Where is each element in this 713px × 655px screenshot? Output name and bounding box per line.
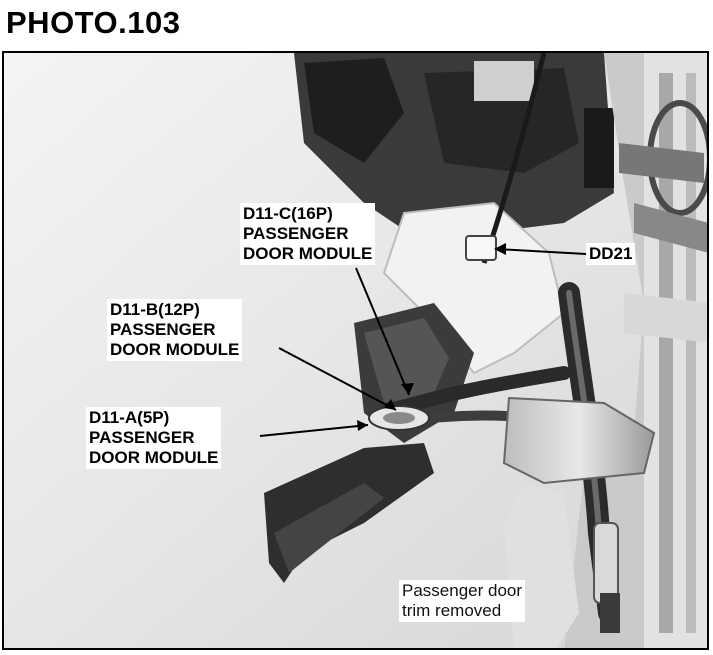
label-d11b-line1: D11-B(12P) <box>110 300 200 319</box>
label-d11c: D11-C(16P) PASSENGER DOOR MODULE <box>240 203 376 265</box>
dd21-leader-line <box>495 248 587 255</box>
label-d11b-line2: PASSENGER <box>110 320 216 339</box>
label-d11c-line1: D11-C(16P) <box>243 204 333 223</box>
d11b-leader-line <box>278 347 397 411</box>
label-d11b: D11-B(12P) PASSENGER DOOR MODULE <box>107 299 243 361</box>
photo-frame: D11-C(16P) PASSENGER DOOR MODULE D11-B(1… <box>2 51 709 650</box>
photo-caption: Passenger door trim removed <box>399 580 526 622</box>
door-interior-photo <box>4 53 707 648</box>
label-d11c-line3: DOOR MODULE <box>243 244 373 263</box>
label-d11b-line3: DOOR MODULE <box>110 340 240 359</box>
d11c-leader-line <box>355 267 410 396</box>
caption-line1: Passenger door <box>402 581 523 600</box>
label-d11a-line1: D11-A(5P) <box>89 408 170 427</box>
label-d11c-line2: PASSENGER <box>243 224 349 243</box>
label-d11a-line2: PASSENGER <box>89 428 195 447</box>
caption-line2: trim removed <box>402 601 502 620</box>
label-d11a-line3: DOOR MODULE <box>89 448 219 467</box>
label-dd21: DD21 <box>586 243 636 265</box>
label-d11a: D11-A(5P) PASSENGER DOOR MODULE <box>86 407 222 469</box>
photo-title: PHOTO.103 <box>6 5 181 40</box>
d11a-leader-line <box>259 424 369 437</box>
